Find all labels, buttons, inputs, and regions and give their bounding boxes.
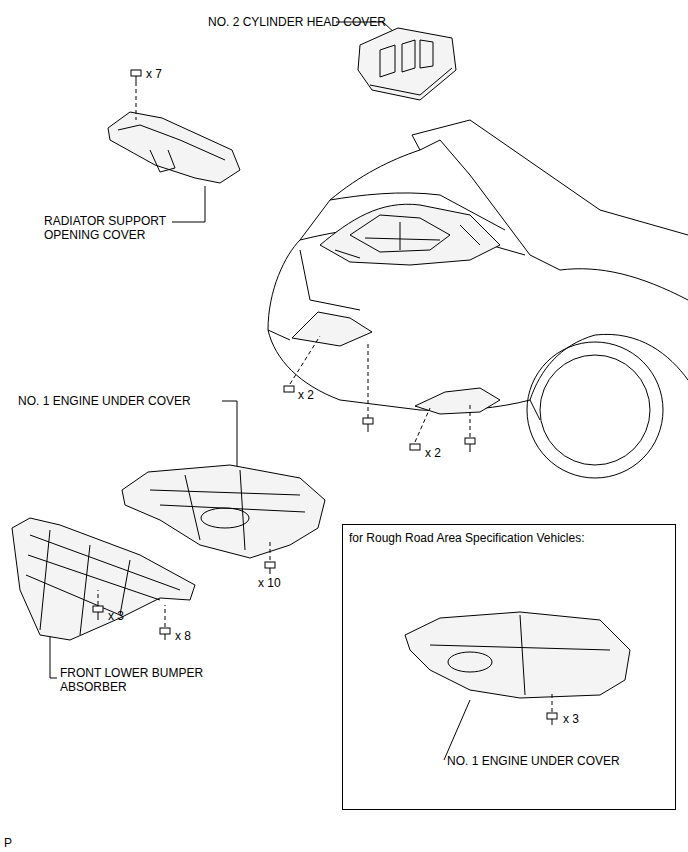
quantity: x 3 [108, 609, 124, 623]
part-name: RADIATOR SUPPORT OPENING COVER [44, 214, 194, 242]
illustration-part [201, 508, 249, 528]
illustration-part [444, 700, 470, 760]
part-name: NO. 2 CYLINDER HEAD COVER [208, 15, 386, 29]
illustration-part [470, 405, 471, 437]
part-name: NO. 1 ENGINE UNDER COVER [18, 394, 191, 408]
illustration-part [448, 652, 492, 672]
illustration-part [160, 628, 170, 634]
illustration-part [552, 694, 553, 712]
quantity: x 2 [298, 388, 314, 402]
illustration-part [12, 518, 195, 640]
illustration-part [270, 568, 271, 574]
illustration-part [26, 530, 180, 635]
illustration-part [465, 438, 475, 444]
illustration-part [265, 562, 275, 568]
quantity: x 10 [258, 576, 281, 590]
illustration-part [415, 408, 430, 442]
illustration-part [547, 713, 557, 719]
illustration-part [470, 444, 471, 452]
figure-code: P [4, 836, 12, 850]
variant-heading: for Rough Road Area Specification Vehicl… [349, 531, 584, 545]
illustration-part [320, 204, 500, 265]
illustration-part [415, 388, 500, 414]
illustration-part [270, 540, 271, 560]
illustration-part [368, 424, 369, 432]
quantity: x 3 [563, 712, 579, 726]
illustration-part [405, 612, 630, 698]
illustration-part [540, 355, 650, 465]
quantity: x 7 [146, 67, 162, 81]
illustration-part [165, 634, 166, 640]
illustration-part [131, 70, 141, 76]
illustration-part [368, 342, 369, 418]
illustration-part [98, 612, 99, 620]
illustration-part [222, 401, 237, 470]
illustration-part [290, 336, 320, 384]
part-name: NO. 1 ENGINE UNDER COVER [447, 754, 620, 768]
illustration-part [335, 215, 480, 258]
illustration-part [430, 615, 610, 695]
illustration-part [108, 112, 240, 183]
illustration-part [268, 140, 688, 330]
illustration-part [118, 125, 225, 172]
illustration-part [136, 76, 137, 82]
quantity: x 8 [175, 629, 191, 643]
illustration-part [292, 312, 372, 346]
illustration-part [122, 465, 325, 558]
illustration-part [172, 186, 205, 222]
illustration-part [552, 719, 553, 725]
illustration-part [98, 590, 99, 605]
illustration-part [363, 418, 373, 424]
variant-panel: for Rough Road Area Specification Vehicl… [342, 524, 676, 810]
illustration-part [527, 342, 663, 478]
illustration-part [12, 22, 688, 760]
illustration-part [165, 605, 166, 627]
illustration-part [284, 386, 294, 392]
quantity: x 2 [425, 446, 441, 460]
illustration-part [410, 444, 420, 450]
illustration-part [150, 470, 305, 550]
illustration-part [93, 606, 103, 612]
illustration-part [370, 40, 452, 95]
illustration-part [136, 82, 137, 120]
part-name: FRONT LOWER BUMPER ABSORBER [60, 666, 210, 694]
illustration-part [358, 28, 456, 100]
